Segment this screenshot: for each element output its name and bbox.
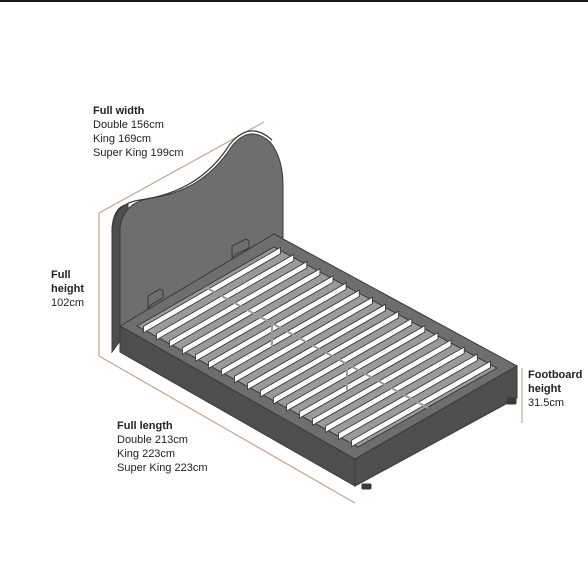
lift-brackets <box>147 238 250 310</box>
bed-feet <box>361 397 517 490</box>
support-beam <box>204 286 429 409</box>
full-length-label: Full length Double 213cm King 223cm Supe… <box>117 419 208 475</box>
full-length-double: Double 213cm <box>117 434 188 446</box>
full-height-heading-line2: height <box>51 283 84 295</box>
foot-front-right <box>506 397 517 405</box>
full-length-king: King 223cm <box>117 448 176 460</box>
bracket-right <box>231 238 250 260</box>
centre-support <box>204 286 429 409</box>
full-width-double: Double 156cm <box>93 119 164 131</box>
footboard-height-value: 31.5cm <box>528 397 565 409</box>
full-width-king: King 169cm <box>93 133 152 145</box>
footboard-height-label: Footboard height 31.5cm <box>528 368 582 410</box>
full-height-label: Full height 102cm <box>51 268 84 310</box>
foot-front-left <box>361 483 372 490</box>
bracket-left <box>147 288 164 310</box>
full-width-label: Full width Double 156cm King 169cm Super… <box>93 104 184 160</box>
headboard-top-edge <box>111 130 273 233</box>
base-front-side <box>354 365 518 487</box>
full-length-super-king: Super King 223cm <box>117 462 208 474</box>
length-dimension-line <box>98 355 356 504</box>
top-border <box>0 0 588 2</box>
full-length-heading: Full length <box>117 420 173 432</box>
full-width-super-king: Super King 199cm <box>93 147 184 159</box>
footboard-height-heading-line1: Footboard <box>528 369 583 381</box>
footboard-height-heading-line2: height <box>528 383 561 395</box>
full-height-value: 102cm <box>51 297 85 309</box>
full-height-heading-line1: Full <box>51 269 71 281</box>
slats <box>143 246 491 448</box>
full-width-heading: Full width <box>93 105 145 117</box>
